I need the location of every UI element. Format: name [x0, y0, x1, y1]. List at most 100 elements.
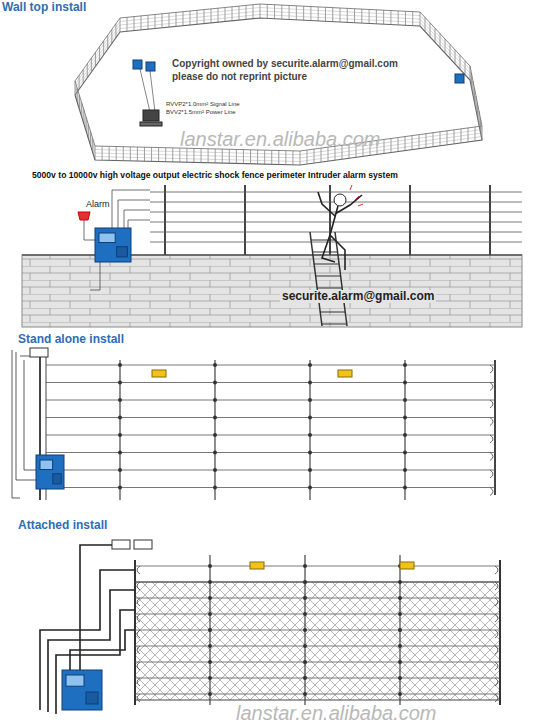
insulator [208, 644, 212, 648]
fence-wire [150, 222, 522, 223]
hv-cable [12, 350, 40, 498]
fence-wire [420, 23, 470, 77]
ladder-rung [316, 276, 341, 277]
insulator [303, 676, 307, 680]
insulator [118, 381, 122, 385]
fence-wire [135, 598, 500, 599]
insulator [403, 363, 407, 367]
fence-wire [135, 582, 500, 583]
fence-wire [135, 614, 500, 615]
fence-wire [75, 88, 95, 153]
fence-wire [470, 77, 482, 137]
tension-spring [495, 566, 498, 574]
fence-wire [46, 365, 495, 366]
insulator [308, 416, 312, 420]
fence-wire [120, 15, 260, 29]
hv-cable [40, 545, 135, 714]
brick-wall [22, 255, 522, 327]
insulator [308, 451, 312, 455]
fence-wire [135, 630, 500, 631]
ladder-rung [317, 288, 342, 289]
fence-post [164, 185, 166, 255]
tension-spring [495, 694, 498, 702]
insulator [403, 398, 407, 402]
tension-spring [495, 614, 498, 622]
insulator [303, 660, 307, 664]
insulator [398, 580, 402, 584]
insulator [308, 363, 312, 367]
computer-monitor [143, 110, 159, 121]
insulator [403, 416, 407, 420]
insulator [213, 468, 217, 472]
insulator [118, 451, 122, 455]
insulator [403, 381, 407, 385]
ladder-rung [314, 264, 339, 265]
insulator [398, 660, 402, 664]
warning-sign [338, 370, 352, 377]
insulator [398, 676, 402, 680]
email-note: securite.alarm@gmail.com [280, 290, 436, 303]
fence-wire [75, 29, 120, 92]
insulator [303, 596, 307, 600]
controller-box [36, 455, 64, 489]
insulator [308, 398, 312, 402]
insulator [398, 644, 402, 648]
fence-wire [46, 417, 495, 418]
ladder-rung [311, 240, 336, 241]
insulator [213, 451, 217, 455]
cable-label: RVVP2*1.0mm² Signal Line [166, 101, 240, 108]
section-heading: Attached install [18, 519, 107, 532]
insulator [308, 381, 312, 385]
fence-wire [75, 92, 95, 157]
insulator [403, 486, 407, 490]
fence-wire [120, 11, 260, 25]
fence-wire [46, 435, 495, 436]
tension-spring [490, 418, 493, 426]
warning-sign [400, 562, 414, 569]
controller-display [66, 675, 84, 686]
tension-spring [137, 630, 140, 638]
fence-post [489, 185, 491, 255]
fence-wire [135, 678, 500, 679]
fence-wire [135, 566, 500, 567]
fence-post [244, 185, 246, 255]
fence-wire [135, 646, 500, 647]
controller-box [455, 74, 464, 83]
watermark: lanstar.en.alibaba.com [180, 128, 381, 150]
cable [140, 69, 155, 112]
tension-spring [495, 598, 498, 606]
wall-base [75, 18, 482, 165]
tension-spring [495, 646, 498, 654]
alarm-cable [84, 220, 95, 240]
insulator [213, 416, 217, 420]
insulator [308, 433, 312, 437]
chain-link-mesh [135, 582, 500, 700]
tension-spring [495, 662, 498, 670]
insulator [308, 468, 312, 472]
copyright-note: Copyright owned by securite.alarm@gmail.… [172, 58, 398, 69]
tension-spring [137, 662, 140, 670]
fence-wire [46, 382, 495, 383]
tension-spring [490, 453, 493, 461]
tension-spring [490, 383, 493, 391]
alarm-label: Alarm [86, 200, 110, 210]
fence-wire [260, 11, 420, 19]
fence-wire [46, 487, 495, 488]
insulator [398, 692, 402, 696]
tension-spring [137, 566, 140, 574]
fence-wire [470, 73, 482, 133]
fence-post [409, 185, 411, 255]
tension-spring [490, 365, 493, 373]
tension-spring [137, 678, 140, 686]
terminal-box [134, 540, 152, 549]
insulator [208, 628, 212, 632]
intruder-head [334, 194, 346, 206]
cable-label: BVV2*1.5mm² Power Line [166, 109, 236, 116]
insulator [398, 596, 402, 600]
fence-wire [420, 16, 470, 70]
insulator [118, 468, 122, 472]
controller-box [95, 228, 131, 262]
insulator [213, 363, 217, 367]
tension-spring [495, 582, 498, 590]
